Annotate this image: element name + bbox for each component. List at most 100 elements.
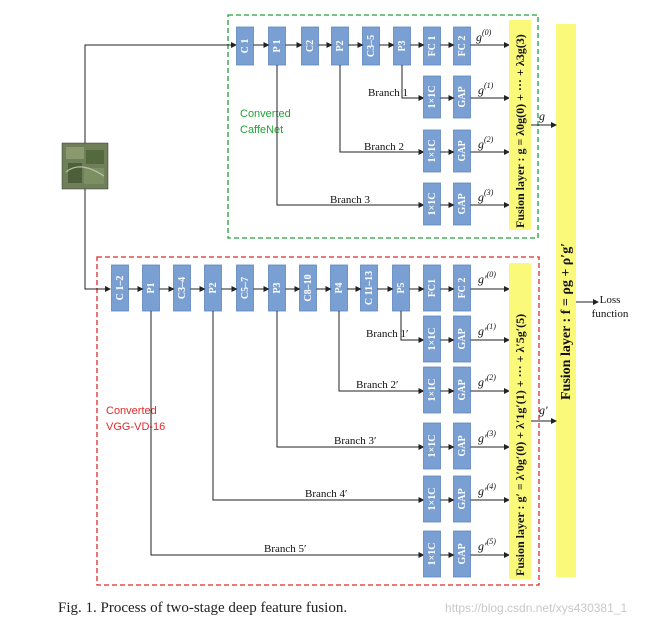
caffenet-block-5-label: C3–5 (366, 35, 377, 57)
vgg-block-9: C 11–13 (360, 264, 378, 312)
input-to-caffenet-wire (84, 42, 237, 143)
vgg-block-7: C8–10 (299, 264, 317, 312)
caffenet-main-chain: C 1 P 1 C2 P2 C3–5 P3 FC 1 FC 2 (236, 26, 510, 66)
vgg-block-4: P2 (204, 264, 222, 312)
vgg-block-12-label: FC 2 (457, 278, 468, 299)
vgg-branch3-conv-label: 1×1C (427, 435, 438, 458)
caffenet-block-3-label: C2 (305, 40, 316, 52)
vgg-block-5-label: C5–7 (240, 277, 251, 299)
vgg-block-1-label: C 1–2 (115, 276, 126, 301)
loss-label-line2: function (592, 308, 629, 320)
vgg-block-11: FC1 (423, 264, 441, 312)
vgg-branch2-gap-label: GAP (457, 379, 468, 400)
caffenet-fusion-label: Fusion layer : g = λ0g(0) + ··· + λ3g(3) (513, 34, 527, 228)
vgg-branch5-conv: 1×1C (423, 530, 441, 578)
caffenet-branch2-conv-label: 1×1C (427, 140, 438, 163)
vgg-block-11-label: FC1 (427, 279, 438, 297)
vgg-block-8: P4 (330, 264, 348, 312)
vgg-branch3-gap-label: GAP (457, 435, 468, 456)
vgg-branch-label-4: Branch 4′ (305, 488, 347, 500)
watermark-text: https://blog.csdn.net/xys430381_1 (445, 601, 627, 615)
caffenet-block-2: P 1 (268, 26, 286, 66)
vgg-branch-wire-2 (338, 311, 425, 394)
vgg-main-chain: C 1–2 P1 C3–4 P2 C5–7 P3 C8–10 P4 C 11–13 P5 FC1 FC… (111, 264, 510, 312)
caffenet-branch-wire-3 (276, 65, 425, 208)
vgg-fusion-bar (509, 263, 531, 579)
caffenet-branch2-gap: GAP (453, 129, 471, 173)
caffenet-branch1-gap-label: GAP (457, 86, 468, 107)
caffenet-branch-label-3: Branch 3 (330, 194, 371, 206)
input-image (61, 142, 109, 190)
vgg-block-5: C5–7 (236, 264, 254, 312)
caffenet-branch-label-2: Branch 2 (364, 141, 404, 153)
caffenet-block-1: C 1 (236, 26, 254, 66)
vgg-block-12: FC 2 (453, 264, 471, 312)
caffenet-branch3-gap-label: GAP (457, 193, 468, 214)
caffenet-branch3-gap: GAP (453, 182, 471, 226)
caffenet-branch2-conv: 1×1C (423, 129, 441, 173)
vgg-block-4-label: P2 (208, 282, 219, 293)
caffenet-block-6: P3 (393, 26, 411, 66)
vgg-output-4: g′(4) (478, 482, 496, 498)
caffenet-block-4: P2 (331, 26, 349, 66)
vgg-branch1-conv: 1×1C (423, 315, 441, 363)
caffenet-label-line2: CaffeNet (240, 124, 283, 136)
vgg-branch2-gap: GAP (453, 366, 471, 414)
vgg-output-0: g′(0) (478, 270, 496, 286)
vgg-branch4-conv-label: 1×1C (427, 488, 438, 511)
vgg-branch-wire-4 (212, 311, 425, 503)
vgg-branch-label-1: Branch 1′ (366, 328, 408, 340)
caffenet-block-4-label: P2 (335, 40, 346, 51)
caffenet-label-line1: Converted (240, 108, 291, 120)
vgg-label-line2: VGG-VD-16 (106, 421, 165, 433)
caffenet-branch1-conv-label: 1×1C (427, 86, 438, 109)
vgg-branch1-gap: GAP (453, 315, 471, 363)
vgg-block-10: P5 (392, 264, 410, 312)
vgg-branch2-conv-label: 1×1C (427, 379, 438, 402)
figure-caption: Fig. 1. Process of two-stage deep featur… (58, 600, 347, 616)
final-fusion-label: Fusion layer : f = ρg + ρ′g′ (559, 243, 574, 400)
vgg-branch-wire-1 (400, 311, 425, 343)
vgg-branch-wire-3 (276, 311, 425, 450)
vgg-block-3: C3–4 (173, 264, 191, 312)
vgg-branch5-gap: GAP (453, 530, 471, 578)
vgg-branch1-gap-label: GAP (457, 328, 468, 349)
vgg-block-7-label: C8–10 (303, 274, 314, 301)
vgg-output-1: g′(1) (478, 322, 496, 338)
caffenet-branch2-gap-label: GAP (457, 140, 468, 161)
vgg-branch4-gap-label: GAP (457, 488, 468, 509)
caffenet-block-1-label: C 1 (240, 39, 251, 54)
vgg-block-2-label: P1 (146, 282, 157, 293)
caffenet-block-8-label: FC 2 (457, 36, 468, 57)
caffenet-fusion-bar (509, 20, 531, 230)
gprime-result-label: g′ (539, 403, 548, 417)
vgg-block-6: P3 (268, 264, 286, 312)
caffenet-output-3: g(3) (478, 188, 494, 204)
caffenet-block-7: FC 1 (423, 26, 441, 66)
vgg-fusion-label: Fusion layer : g′ = λ′0g′(0) + λ′1g′(1) … (513, 314, 527, 576)
vgg-block-10-label: P5 (396, 282, 407, 293)
vgg-output-2: g′(2) (478, 373, 496, 389)
vgg-branch5-conv-label: 1×1C (427, 543, 438, 566)
caffenet-block-3: C2 (301, 26, 319, 66)
caffenet-branches: g(0) 1×1C GAP Branch 1 g(1) 1×1C GAP Branch 2 g(… (276, 28, 510, 226)
caffenet-block-8: FC 2 (453, 26, 471, 66)
vgg-label-line1: Converted (106, 405, 157, 417)
vgg-branch3-conv: 1×1C (423, 422, 441, 470)
caffenet-box (227, 14, 539, 239)
caffenet-output-1: g(1) (478, 81, 494, 97)
vgg-box (96, 256, 540, 586)
vgg-output-3: g′(3) (478, 429, 496, 445)
vgg-branch1-conv-label: 1×1C (427, 328, 438, 351)
g-result-label: g (539, 109, 545, 123)
vgg-block-3-label: C3–4 (177, 277, 188, 299)
caffenet-branch3-conv-label: 1×1C (427, 193, 438, 216)
caffenet-block-2-label: P 1 (272, 39, 283, 52)
vgg-output-5: g′(5) (478, 537, 496, 553)
vgg-branch-label-2: Branch 2′ (356, 379, 398, 391)
caffenet-branch-wire-2 (339, 65, 425, 155)
caffenet-branch-label-1: Branch 1 (368, 87, 408, 99)
caffenet-branch-wire-1 (401, 65, 425, 101)
caffenet-output-0: g(0) (476, 28, 492, 44)
